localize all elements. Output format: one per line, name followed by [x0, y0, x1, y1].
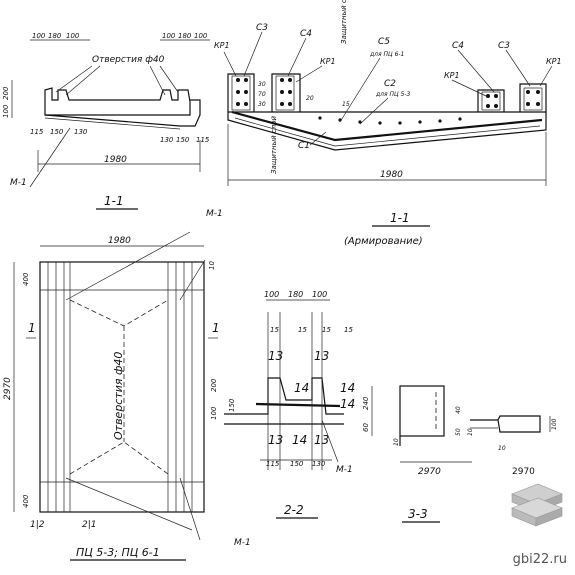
s33-10: 10 [393, 438, 400, 446]
plan-holes-label: Отверстия ф40 [112, 352, 125, 440]
plan-height: 2970 [3, 377, 13, 400]
plan-view: 1980 2970 400 400 10 Отверстия ф40 1 1 М… [3, 209, 251, 561]
label-for-pc53: для ПЦ 5-3 [375, 91, 411, 98]
s22-15-c: 15 [322, 326, 331, 334]
holes-label: Отверстия ф40 [92, 55, 165, 65]
dim-top-6: 100 [194, 32, 208, 40]
plan-bottom-mid: 2|1 [82, 520, 96, 530]
s22-13-top-b: 13 [314, 349, 329, 363]
dim-20: 20 [306, 95, 314, 102]
s22-title: 2-2 [284, 503, 304, 517]
reinf-title: 1-1 [390, 211, 410, 225]
reinf-subtitle: (Армирование) [344, 236, 423, 247]
label-kr1-c: КР1 [444, 71, 460, 80]
s33-60: 60 [362, 423, 370, 432]
s22-dim-top-1: 100 [264, 290, 279, 299]
s22-dim-200: 200 [210, 378, 218, 392]
label-c5: С5 [378, 37, 390, 47]
dim-bot-1: 115 [30, 128, 44, 136]
label-kr1-b: КР1 [320, 57, 336, 66]
overall-1980: 1980 [104, 155, 127, 165]
dim-top-3: 100 [66, 32, 80, 40]
plan-dim-top: 400 [22, 272, 30, 286]
s22-dim-top-3: 100 [312, 290, 327, 299]
s22-bot-150: 150 [290, 460, 304, 468]
s33-2970: 2970 [418, 467, 441, 477]
s22-13-bot-b: 13 [314, 433, 329, 447]
s22-13-top-a: 13 [268, 349, 283, 363]
s22-14-mid-a: 14 [294, 381, 309, 395]
s33-240: 240 [362, 396, 370, 410]
s22-15-a: 15 [270, 326, 279, 334]
s22-bot-130: 130 [312, 460, 326, 468]
s33-r-100: 100 [551, 418, 558, 430]
s22-15-b: 15 [298, 326, 307, 334]
cut-right: 1 [212, 321, 220, 335]
s22-15-d: 15 [344, 326, 353, 334]
dim-bot-5: 150 [176, 136, 190, 144]
dim-top-4: 100 [162, 32, 176, 40]
section-2-2: 100 180 100 15 15 15 15 13 13 14 14 14 1… [210, 290, 355, 519]
dim-left-200: 200 [2, 86, 10, 100]
label-c4-a: С4 [300, 29, 312, 39]
dim-top-2: 180 [48, 32, 62, 40]
label-c1: С1 [298, 141, 310, 151]
s22-dim-100: 100 [210, 406, 218, 420]
plan-width: 1980 [108, 236, 131, 246]
dim-30b: 30 [258, 101, 266, 108]
overall-1980-reinf: 1980 [380, 170, 403, 180]
s33-r-50: 50 [455, 428, 462, 436]
s22-bot-115: 115 [266, 460, 280, 468]
section-3-3: 240 60 10 2970 3-3 40 50 10 10 100 [362, 385, 558, 523]
s22-13-bot-a: 13 [268, 433, 283, 447]
dim-bot-2: 150 [50, 128, 64, 136]
label-kr1-d: КР1 [546, 57, 562, 66]
logo-label: 2970 [512, 467, 535, 477]
s22-14-mid-c: 14 [340, 397, 355, 411]
plan-bottom-left: 1|2 [30, 520, 45, 530]
label-c2: С2 [384, 79, 396, 89]
plan-mark-top: М-1 [206, 209, 223, 219]
protect-layer-top: Защитный слой [340, 0, 348, 44]
s22-14-mid-b: 14 [340, 381, 355, 395]
section-title: 1-1 [104, 194, 124, 208]
watermark-text: gbi22.ru [512, 552, 567, 567]
label-c3-b: С3 [498, 41, 510, 51]
s33-r-40: 40 [455, 406, 462, 414]
section-1-1-reinforcement: КР1 С3 С4 КР1 С5 для ПЦ 6-1 С2 для ПЦ 5-… [214, 0, 562, 247]
dim-left-100: 100 [2, 104, 10, 118]
plan-mark-bottom: М-1 [234, 538, 251, 548]
s33-title: 3-3 [408, 507, 428, 521]
mark-m1: М-1 [10, 178, 27, 188]
plan-title: ПЦ 5-3; ПЦ 6-1 [76, 546, 160, 559]
section-1-1: 100 180 100 100 180 100 Отверстия ф40 20… [2, 32, 210, 210]
label-c4-b: С4 [452, 41, 464, 51]
label-c3-a: С3 [256, 23, 268, 33]
s33-r-10a: 10 [467, 428, 474, 436]
label-for-pc61: для ПЦ 6-1 [369, 51, 404, 58]
label-kr1-a: КР1 [214, 41, 230, 50]
dim-bot-6: 115 [196, 136, 210, 144]
dim-15: 15 [342, 101, 350, 108]
watermark-logo: 2970 [511, 467, 563, 527]
s22-dim-top-2: 180 [288, 290, 303, 299]
s22-mark: М-1 [336, 465, 353, 475]
s22-dim-150: 150 [228, 398, 236, 412]
dim-top-5: 180 [178, 32, 192, 40]
dim-70: 70 [258, 91, 266, 98]
dim-30: 30 [258, 81, 266, 88]
protect-layer-bottom: Защитный слой [270, 116, 278, 174]
s22-14-bot: 14 [292, 433, 307, 447]
plan-dim-right: 10 [208, 261, 216, 270]
cut-left: 1 [28, 321, 36, 335]
plan-dim-bottom: 400 [22, 494, 30, 508]
dim-top-1: 100 [32, 32, 46, 40]
dim-bot-4: 130 [160, 136, 174, 144]
s33-r-10b: 10 [498, 445, 506, 452]
dim-bot-3: 130 [74, 128, 88, 136]
